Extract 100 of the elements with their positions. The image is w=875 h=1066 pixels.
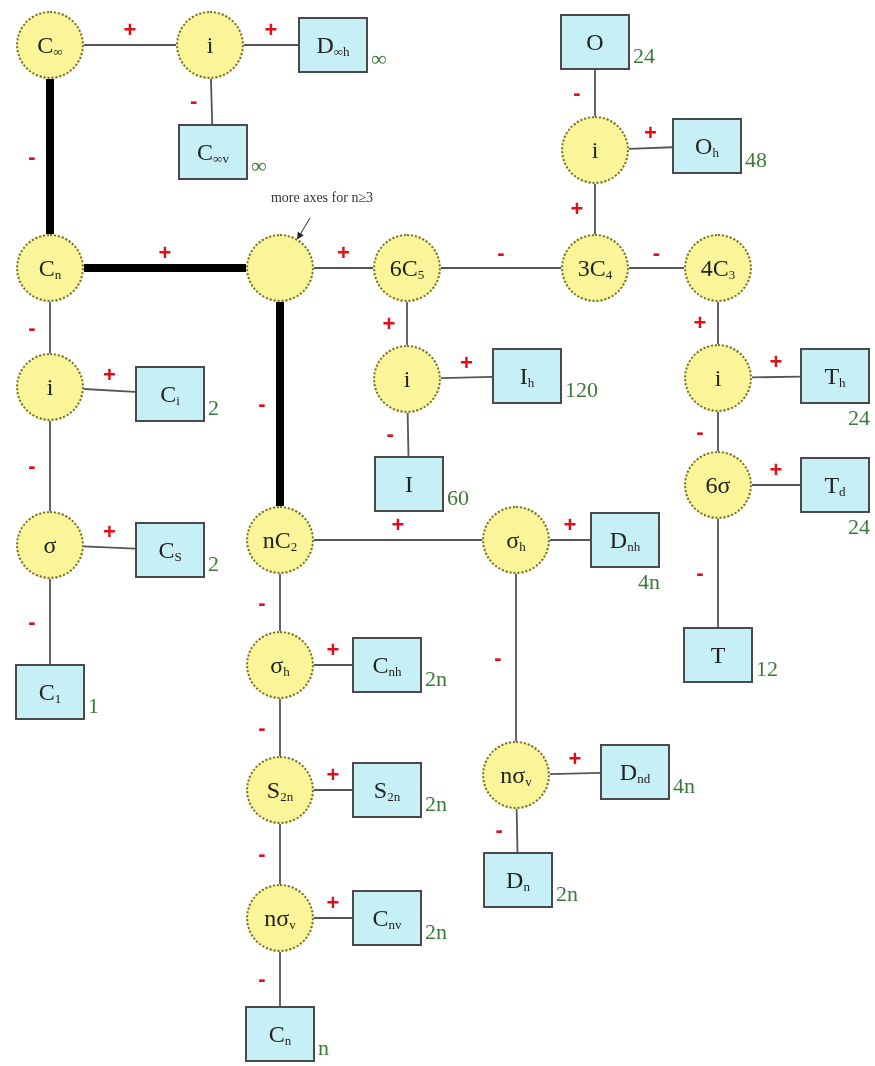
point-group-box bbox=[600, 744, 670, 800]
symbol-label: i bbox=[206, 33, 214, 57]
connector-line bbox=[313, 664, 353, 666]
symbol-label: T$_{d}$ bbox=[824, 473, 846, 497]
connector-line bbox=[243, 44, 299, 46]
point-group-box bbox=[374, 456, 444, 512]
point-group-box bbox=[800, 348, 870, 404]
point-group-box bbox=[483, 852, 553, 908]
connector-line bbox=[406, 301, 408, 346]
group-order: 2 bbox=[208, 552, 219, 576]
symbol-label: T$_{h}$ bbox=[824, 364, 846, 388]
symbol-label: I bbox=[405, 472, 413, 496]
connector-line bbox=[717, 411, 719, 452]
symbol-label: D$_{∞h}$ bbox=[316, 33, 350, 57]
connector-line bbox=[279, 951, 281, 1007]
point-group-box bbox=[492, 348, 562, 404]
connector-line bbox=[83, 44, 177, 46]
group-order: 1 bbox=[88, 694, 99, 718]
symbol-label: i bbox=[46, 375, 54, 399]
point-group-box bbox=[245, 1006, 315, 1062]
symbol-label: i bbox=[403, 367, 411, 391]
point-group-box bbox=[560, 14, 630, 70]
symbol-label: 6C$_{5}$ bbox=[389, 256, 425, 280]
group-order: 2n bbox=[556, 882, 578, 906]
connector-line bbox=[279, 698, 281, 757]
group-order: 24 bbox=[633, 44, 655, 68]
connector-line bbox=[279, 573, 281, 632]
group-order: 4n bbox=[638, 570, 660, 594]
symbol-label: C$_{∞v}$ bbox=[197, 140, 229, 164]
symbol-label: 6σ bbox=[705, 473, 731, 497]
symbol-label: D$_{nd}$ bbox=[619, 760, 651, 784]
connector-line bbox=[717, 518, 719, 628]
group-order: 120 bbox=[565, 378, 598, 402]
connector-line bbox=[313, 539, 483, 541]
connector-line bbox=[751, 484, 801, 486]
symbol-label: σ$_{h}$ bbox=[270, 653, 290, 677]
symbol-label: I$_{h}$ bbox=[519, 364, 535, 388]
point-group-box bbox=[135, 366, 205, 422]
group-order: ∞ bbox=[371, 47, 387, 71]
point-group-box bbox=[135, 522, 205, 578]
group-order: 2n bbox=[425, 920, 447, 944]
group-order: n bbox=[318, 1036, 329, 1060]
connector-line bbox=[313, 789, 353, 791]
connector-line bbox=[210, 78, 214, 125]
leader-arrow bbox=[297, 217, 311, 240]
connector-line bbox=[440, 267, 562, 269]
group-order: 4n bbox=[673, 774, 695, 798]
symbol-label: C$_{i}$ bbox=[160, 382, 180, 406]
symbol-label: O$_{h}$ bbox=[695, 134, 719, 158]
connector-line bbox=[83, 545, 136, 550]
connector-line bbox=[313, 267, 374, 269]
point-group-box bbox=[352, 637, 422, 693]
symbol-label: S$_{2n}$ bbox=[373, 778, 401, 802]
connector-line bbox=[549, 772, 601, 776]
annotation-text: more axes for n≥3 bbox=[270, 189, 374, 207]
symbol-label: C$_{nh}$ bbox=[372, 653, 402, 677]
group-order: ∞ bbox=[251, 154, 267, 178]
symbol-label: σ$_{h}$ bbox=[506, 528, 526, 552]
symbol-label: i bbox=[591, 138, 599, 162]
connector-line bbox=[549, 539, 591, 541]
symbol-label: S$_{2n}$ bbox=[266, 778, 294, 802]
symbol-label: T bbox=[710, 643, 726, 667]
symbol-label: D$_{nh}$ bbox=[609, 528, 641, 552]
group-order: 12 bbox=[756, 657, 778, 681]
symbol-label: nσ$_{v}$ bbox=[500, 763, 532, 787]
connector-line bbox=[594, 183, 596, 235]
point-group-box bbox=[590, 512, 660, 568]
symbol-label: 4C$_{3}$ bbox=[700, 256, 736, 280]
point-group-box bbox=[683, 627, 753, 683]
connector-line bbox=[440, 376, 493, 380]
group-order: 24 bbox=[848, 406, 870, 430]
symbol-label: C$_{∞}$ bbox=[37, 33, 63, 57]
connector-line bbox=[46, 79, 54, 234]
group-order: 60 bbox=[447, 486, 469, 510]
connector-line bbox=[515, 573, 517, 742]
symbol-label: C$_{nv}$ bbox=[372, 906, 402, 930]
group-order: 2n bbox=[425, 792, 447, 816]
group-order: 48 bbox=[745, 148, 767, 172]
symbol-label: C$_{n}$ bbox=[38, 256, 62, 280]
group-order: 2 bbox=[208, 396, 219, 420]
connector-line bbox=[49, 420, 51, 512]
connector-line bbox=[49, 301, 51, 354]
connector-line bbox=[279, 823, 281, 885]
symbol-label: C$_{S}$ bbox=[158, 538, 182, 562]
connector-line bbox=[313, 917, 353, 919]
point-group-box bbox=[352, 762, 422, 818]
connector-line bbox=[49, 578, 51, 665]
symbol-label: σ bbox=[43, 533, 57, 557]
symbol-label: C$_{1}$ bbox=[38, 680, 62, 704]
connector-line bbox=[628, 146, 673, 150]
point-group-box bbox=[178, 124, 248, 180]
symbol-label: D$_{n}$ bbox=[506, 868, 530, 892]
symbol-label: O bbox=[586, 30, 604, 54]
symbol-label: C$_{n}$ bbox=[268, 1022, 292, 1046]
connector-line bbox=[751, 375, 801, 379]
symbol-label: nC$_{2}$ bbox=[262, 528, 298, 552]
symbol-label: nσ$_{v}$ bbox=[264, 906, 296, 930]
connector-line bbox=[717, 301, 719, 345]
point-group-box bbox=[352, 890, 422, 946]
symbol-label: i bbox=[714, 366, 722, 390]
